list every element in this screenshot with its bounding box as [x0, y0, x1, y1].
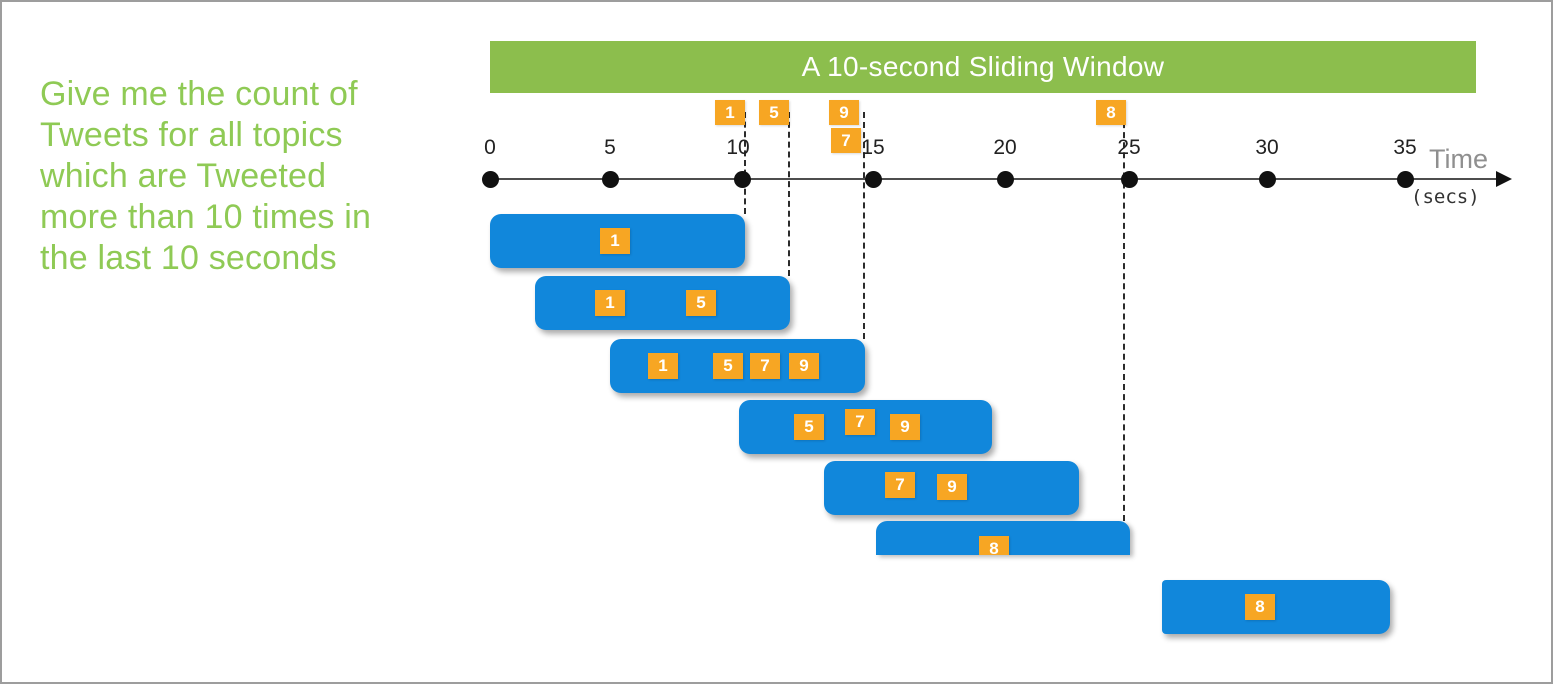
sliding-window-5: 7 9 — [824, 461, 1079, 515]
event-chip: 7 — [750, 353, 780, 379]
axis-dot-15 — [865, 171, 882, 188]
event-marker-7: 7 — [831, 128, 861, 153]
axis-tick-label-5: 5 — [604, 136, 616, 159]
dashed-line-event-9-7 — [863, 112, 865, 339]
sliding-window-banner: A 10-second Sliding Window — [490, 41, 1476, 93]
axis-tick-label-0: 0 — [484, 136, 496, 159]
query-line: Give me the count of — [40, 75, 358, 113]
event-chip: 9 — [937, 474, 967, 500]
dashed-line-event-1 — [744, 112, 746, 214]
event-chip: 8 — [1245, 594, 1275, 620]
event-chip: 1 — [648, 353, 678, 379]
sliding-window-6: 8 — [876, 521, 1130, 555]
event-chip: 5 — [794, 414, 824, 440]
time-axis-arrowhead-icon — [1496, 171, 1512, 187]
sliding-window-1: 1 — [490, 214, 745, 268]
event-marker-9: 9 — [829, 100, 859, 125]
axis-title: Time — [1429, 144, 1488, 174]
event-chip: 8 — [979, 536, 1009, 555]
query-line: which are Tweeted — [40, 157, 327, 195]
query-line: more than 10 times in — [40, 198, 372, 236]
sliding-window-7: 8 — [1162, 580, 1390, 634]
axis-dot-20 — [997, 171, 1014, 188]
query-line: the last 10 seconds — [40, 239, 337, 277]
axis-tick-label-20: 20 — [993, 136, 1017, 159]
axis-tick-label-30: 30 — [1255, 136, 1279, 159]
event-marker-8: 8 — [1096, 100, 1126, 125]
axis-dot-10 — [734, 171, 751, 188]
sliding-window-3: 1 5 7 9 — [610, 339, 865, 393]
event-chip: 5 — [713, 353, 743, 379]
event-chip: 5 — [686, 290, 716, 316]
event-chip: 9 — [890, 414, 920, 440]
dashed-line-event-5 — [788, 112, 790, 276]
axis-dot-30 — [1259, 171, 1276, 188]
axis-tick-label-10: 10 — [726, 136, 750, 159]
event-chip: 7 — [885, 472, 915, 498]
event-chip: 9 — [789, 353, 819, 379]
event-marker-1: 1 — [715, 100, 745, 125]
sliding-window-2: 1 5 — [535, 276, 790, 330]
axis-dot-5 — [602, 171, 619, 188]
dashed-line-event-8 — [1123, 112, 1125, 521]
event-marker-5: 5 — [759, 100, 789, 125]
event-chip: 1 — [600, 228, 630, 254]
axis-unit: (secs) — [1411, 186, 1480, 208]
axis-dot-35 — [1397, 171, 1414, 188]
query-text: Give me the count of Tweets for all topi… — [40, 74, 460, 279]
sliding-window-4: 5 7 9 — [739, 400, 992, 454]
axis-tick-label-35: 35 — [1393, 136, 1417, 159]
axis-tick-label-25: 25 — [1117, 136, 1141, 159]
event-chip: 7 — [845, 409, 875, 435]
query-line: Tweets for all topics — [40, 116, 343, 154]
axis-dot-25 — [1121, 171, 1138, 188]
axis-dot-0 — [482, 171, 499, 188]
axis-tick-label-15: 15 — [861, 136, 885, 159]
event-chip: 1 — [595, 290, 625, 316]
